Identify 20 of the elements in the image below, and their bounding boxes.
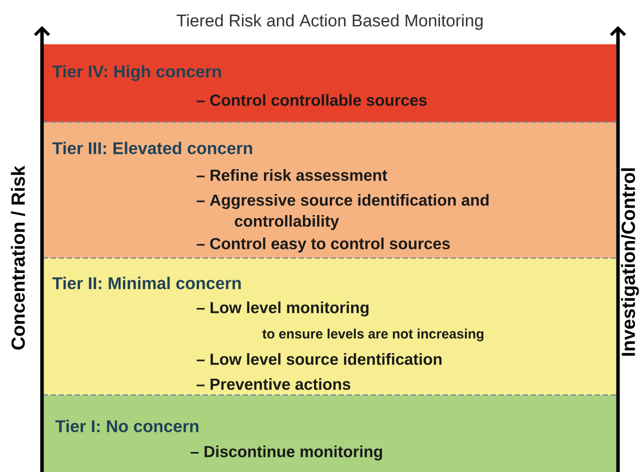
axis-label: Concentration / Risk: [10, 166, 26, 350]
action-item: – Discontinue monitoring: [190, 446, 382, 460]
tier-band: [43, 395, 616, 472]
tier-heading: Tier II: Minimal concern: [52, 276, 241, 290]
title: Tiered Risk and Action Based Monitoring: [176, 14, 483, 30]
action-item: – Low level monitoring: [196, 302, 368, 316]
action-item: – Low level source identification: [196, 353, 442, 365]
tier-heading: Tier IV: High concern: [52, 65, 221, 81]
action-item: – Preventive actions: [196, 378, 350, 390]
tier-heading: Tier I: No concern: [55, 420, 198, 432]
action-item: – Control easy to control sources: [196, 238, 450, 252]
action-note: to ensure levels are not increasing: [262, 328, 484, 342]
action-item: – Aggressive source identification and controllability: [196, 194, 489, 230]
tier-band: [43, 122, 616, 258]
tier-band: [43, 258, 616, 396]
tier-band: [43, 44, 616, 122]
action-item: – Control controllable sources: [196, 94, 427, 106]
tier-heading: Tier III: Elevated concern: [52, 142, 252, 154]
axis-label: Investigation/Control: [621, 168, 639, 356]
action-item: – Refine risk assessment: [196, 169, 388, 181]
